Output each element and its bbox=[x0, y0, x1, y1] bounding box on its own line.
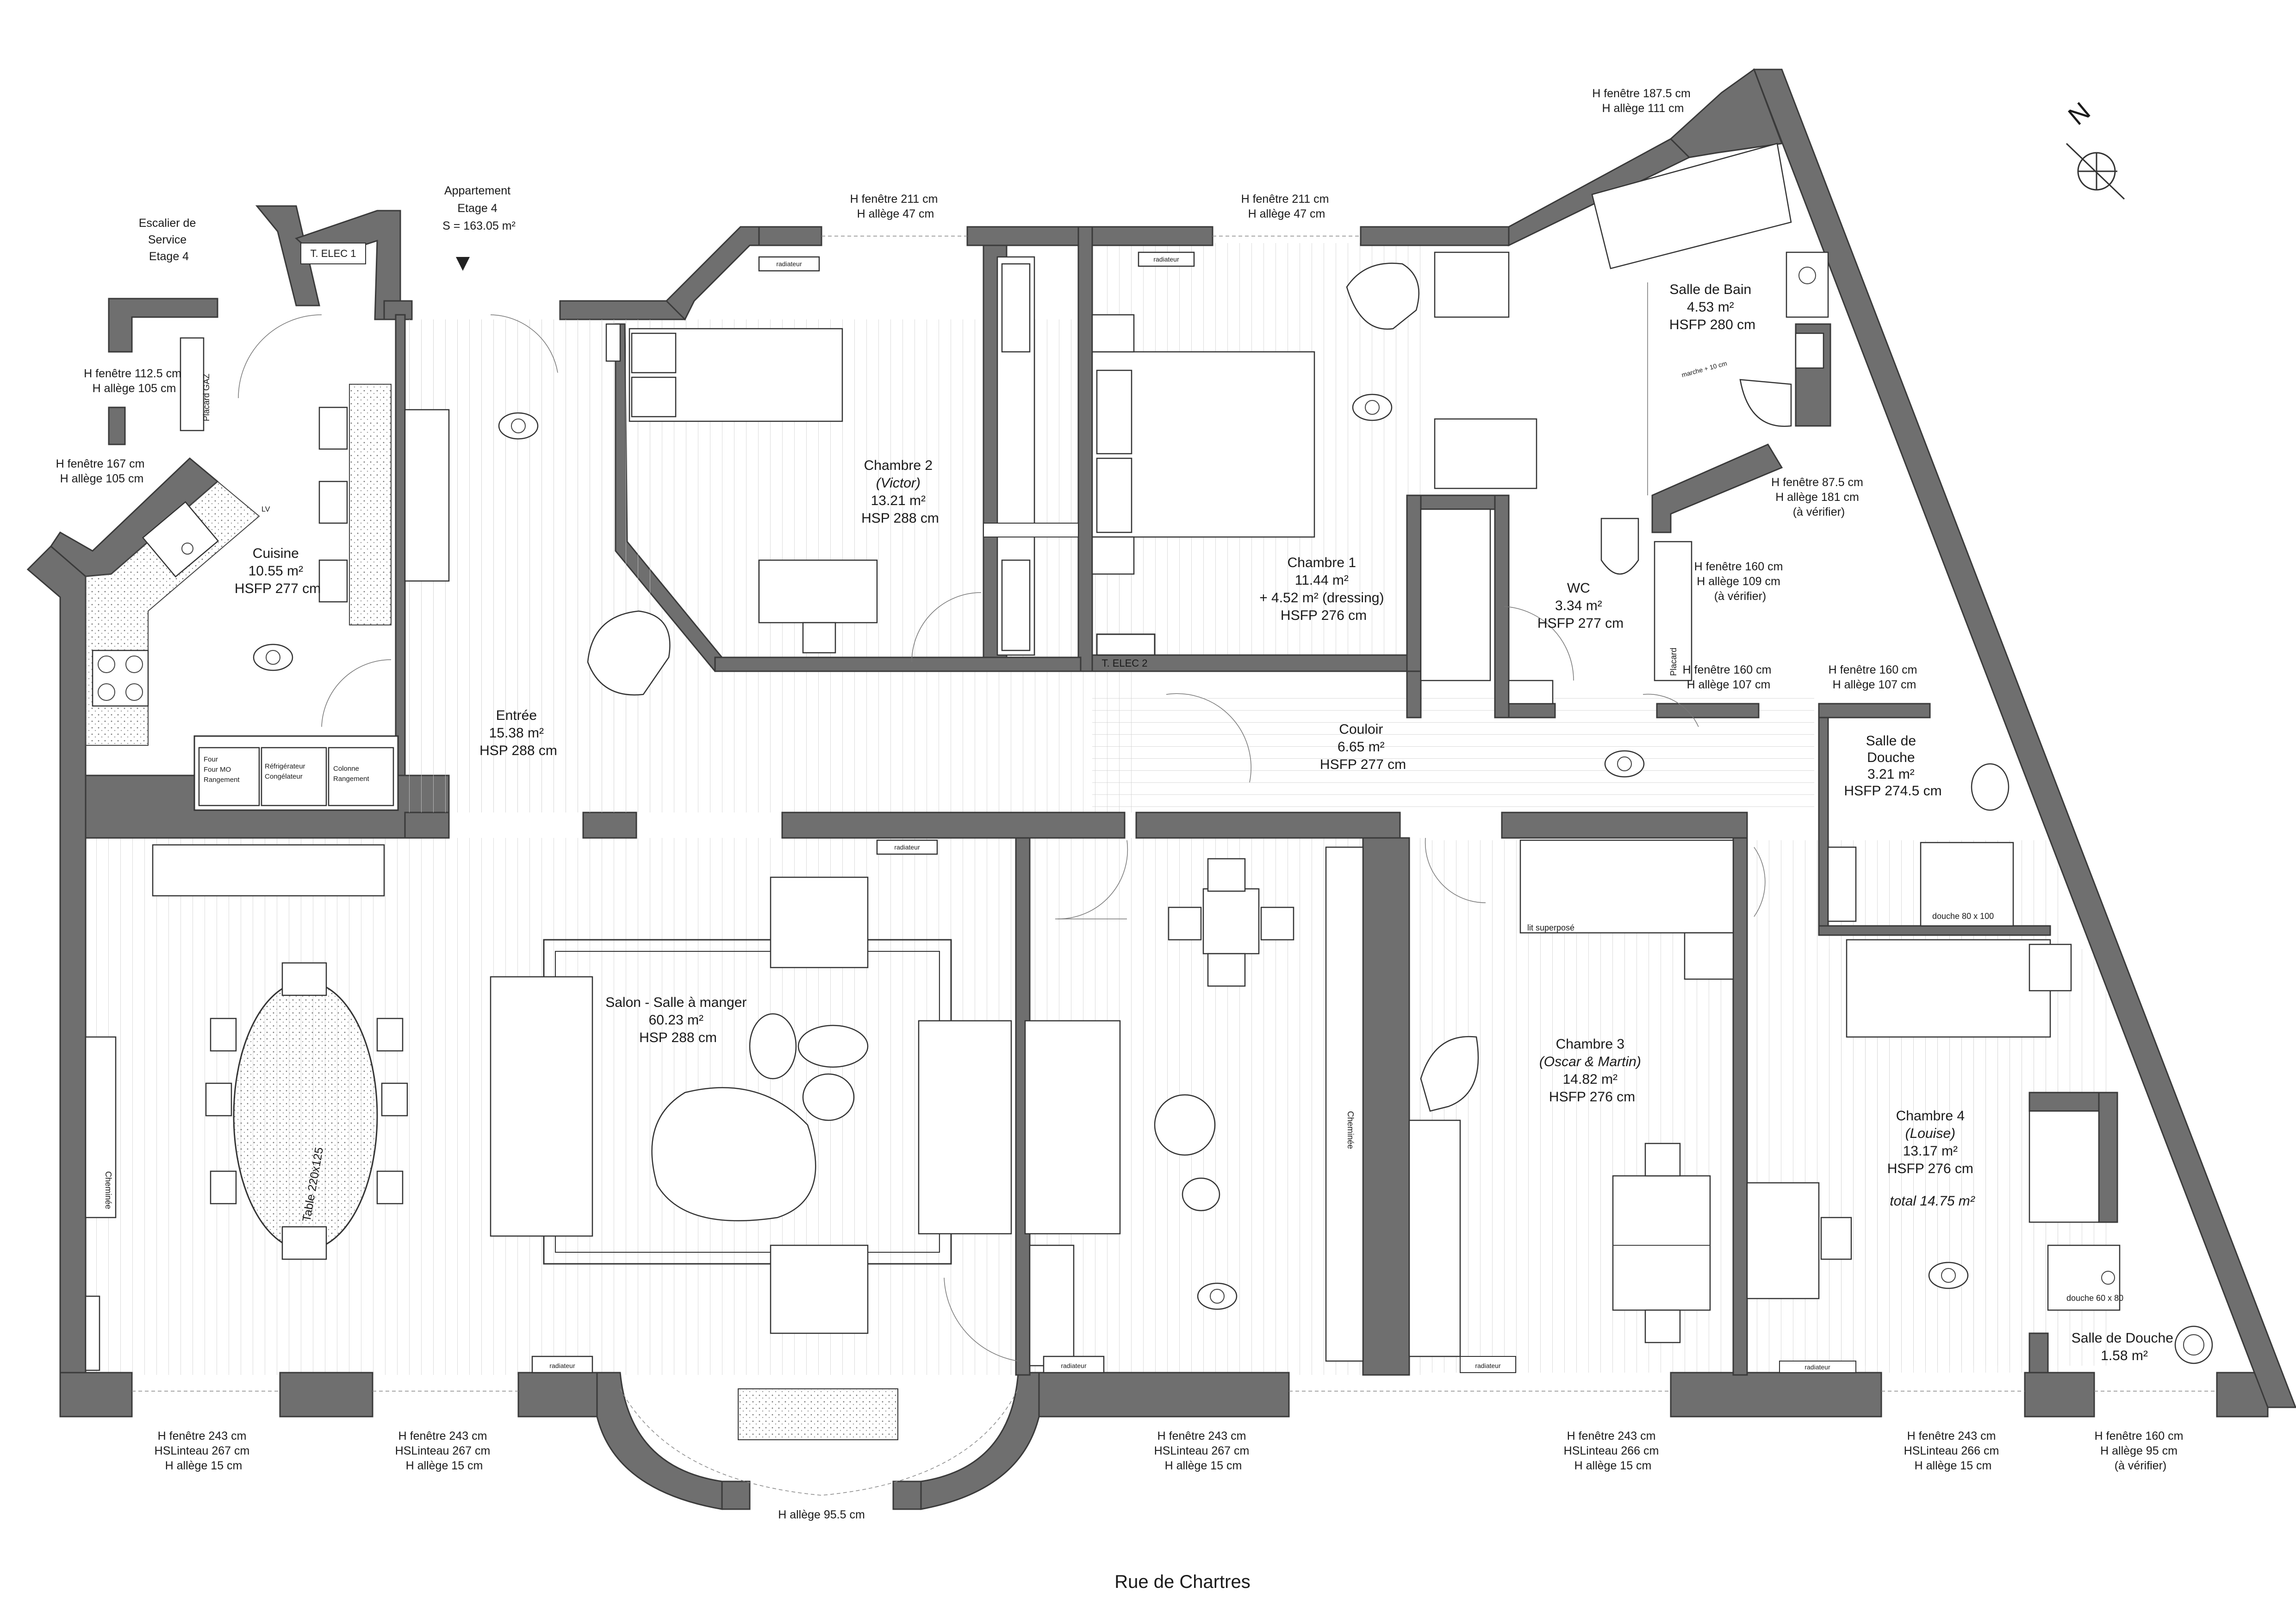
radiator-label: radiateur bbox=[776, 260, 802, 268]
room-chambre1: Chambre 1 11.44 m² + 4.52 m² (dressing) … bbox=[1259, 555, 1388, 623]
chambre4-furniture bbox=[1746, 939, 2213, 1373]
escalier-label: Escalier de Service Etage 4 bbox=[139, 217, 199, 263]
window-note: H fenêtre 243 cm HSLinteau 266 cm H allè… bbox=[1904, 1430, 2003, 1472]
appliance-frigo-label: Réfrigérateur Congélateur bbox=[265, 762, 307, 781]
radiator-label: radiateur bbox=[1061, 1362, 1087, 1369]
room-salon: Salon - Salle à manger 60.23 m² HSP 288 … bbox=[605, 995, 751, 1045]
room-chambre2: Chambre 2 (Victor) 13.21 m² HSP 288 cm bbox=[861, 458, 939, 526]
shower-room-fixtures bbox=[1827, 763, 2014, 927]
room-couloir: Couloir 6.65 m² HSFP 277 cm bbox=[1320, 722, 1406, 772]
kitchen-fixtures bbox=[85, 337, 399, 811]
north-label: N bbox=[2063, 96, 2096, 131]
door-swings bbox=[238, 314, 1766, 1362]
cooktop bbox=[92, 650, 149, 707]
radiator-label: radiateur bbox=[894, 843, 920, 851]
radiator-label: radiateur bbox=[1475, 1362, 1501, 1369]
lv-label: LV bbox=[261, 506, 270, 513]
appliance-four-label: Four Four MO Rangement bbox=[204, 756, 240, 784]
wc-fixtures bbox=[1420, 508, 1692, 705]
appartement-label: Appartement Etage 4 S = 163.05 m² bbox=[442, 184, 516, 232]
window-note: H fenêtre 243 cm HSLinteau 267 cm H allè… bbox=[395, 1430, 494, 1472]
entree-furniture bbox=[404, 319, 671, 812]
window-note: H fenêtre 160 cm H allège 109 cm (à véri… bbox=[1694, 560, 1786, 603]
room-salle-de-bain: Salle de Bain 4.53 m² HSFP 280 cm bbox=[1669, 282, 1755, 332]
room-chambre3: Chambre 3 (Oscar & Martin) 14.82 m² HSFP… bbox=[1539, 1037, 1645, 1105]
douche-80-label: douche 80 x 100 bbox=[1932, 912, 1994, 921]
salon-furniture bbox=[85, 844, 1364, 1440]
window-note: H fenêtre 211 cm H allège 47 cm bbox=[850, 193, 941, 220]
window-openings bbox=[132, 236, 2217, 1496]
placard-gaz-label: Placard GAZ bbox=[202, 374, 211, 421]
window-note: H allège 95.5 cm bbox=[778, 1508, 865, 1521]
bathroom-fixtures bbox=[1591, 143, 1829, 495]
walls bbox=[26, 68, 2296, 1510]
window-note: H fenêtre 211 cm H allège 47 cm bbox=[1241, 193, 1332, 220]
window-note: H fenêtre 167 cm H allège 105 cm bbox=[56, 457, 148, 485]
chambre2-furniture bbox=[628, 256, 1079, 656]
room-salle-de-douche-2: Salle de Douche 1.58 m² bbox=[2072, 1330, 2178, 1363]
people-figures bbox=[253, 394, 1969, 1310]
room-chambre4: Chambre 4 (Louise) 13.17 m² HSFP 276 cm … bbox=[1887, 1108, 1978, 1209]
window-note: H fenêtre 243 cm HSLinteau 266 cm H allè… bbox=[1564, 1430, 1662, 1472]
marche-label: marche + 10 cm bbox=[1681, 359, 1728, 379]
room-wc: WC 3.34 m² HSFP 277 cm bbox=[1537, 581, 1624, 631]
entry-arrow-icon bbox=[456, 257, 470, 271]
placard-label: Placard bbox=[1669, 648, 1678, 676]
chambre3-furniture bbox=[1408, 839, 1734, 1373]
window-note: H fenêtre 87.5 cm H allège 181 cm (à vér… bbox=[1771, 476, 1867, 518]
room-entree: Entrée 15.38 m² HSP 288 cm bbox=[479, 708, 557, 758]
chambre1-furniture bbox=[1091, 251, 1537, 656]
text-labels: Escalier de Service Etage 4 Appartement … bbox=[56, 87, 2187, 1592]
window-note: H fenêtre 160 cm H allège 107 cm bbox=[1829, 663, 1921, 691]
window-note: H fenêtre 112.5 cm H allège 105 cm bbox=[84, 367, 185, 395]
window-note: H fenêtre 243 cm HSLinteau 267 cm H allè… bbox=[155, 1430, 253, 1472]
window-note: H fenêtre 243 cm HSLinteau 267 cm H allè… bbox=[1154, 1430, 1253, 1472]
room-salle-de-douche: Salle de Douche 3.21 m² HSFP 274.5 cm bbox=[1844, 733, 1941, 799]
radiator-label: radiateur bbox=[1804, 1363, 1830, 1371]
cheminee-left-label: Cheminée bbox=[104, 1171, 113, 1209]
cheminee-right-label: Cheminée bbox=[1346, 1111, 1355, 1149]
radiators bbox=[531, 251, 1195, 1374]
radiator-label: radiateur bbox=[1153, 256, 1179, 263]
north-arrow bbox=[2066, 143, 2125, 200]
window-note: H fenêtre 187.5 cm H allège 111 cm bbox=[1592, 87, 1694, 115]
t-elec-1-label: T. ELEC 1 bbox=[310, 248, 356, 259]
room-cuisine: Cuisine 10.55 m² HSFP 277 cm bbox=[235, 546, 321, 596]
t-elec-2-label: T. ELEC 2 bbox=[1101, 657, 1147, 669]
lit-superpose-label: lit superposé bbox=[1527, 923, 1574, 932]
window-note: H fenêtre 160 cm H allège 95 cm (à vérif… bbox=[2095, 1430, 2187, 1472]
window-note: H fenêtre 160 cm H allège 107 cm bbox=[1683, 663, 1775, 691]
radiator-label: radiateur bbox=[549, 1362, 575, 1369]
appliance-colonne-label: Colonne Rangement bbox=[333, 765, 369, 783]
douche-60-label: douche 60 x 80 bbox=[2066, 1293, 2123, 1303]
street-label: Rue de Chartres bbox=[1114, 1572, 1250, 1592]
